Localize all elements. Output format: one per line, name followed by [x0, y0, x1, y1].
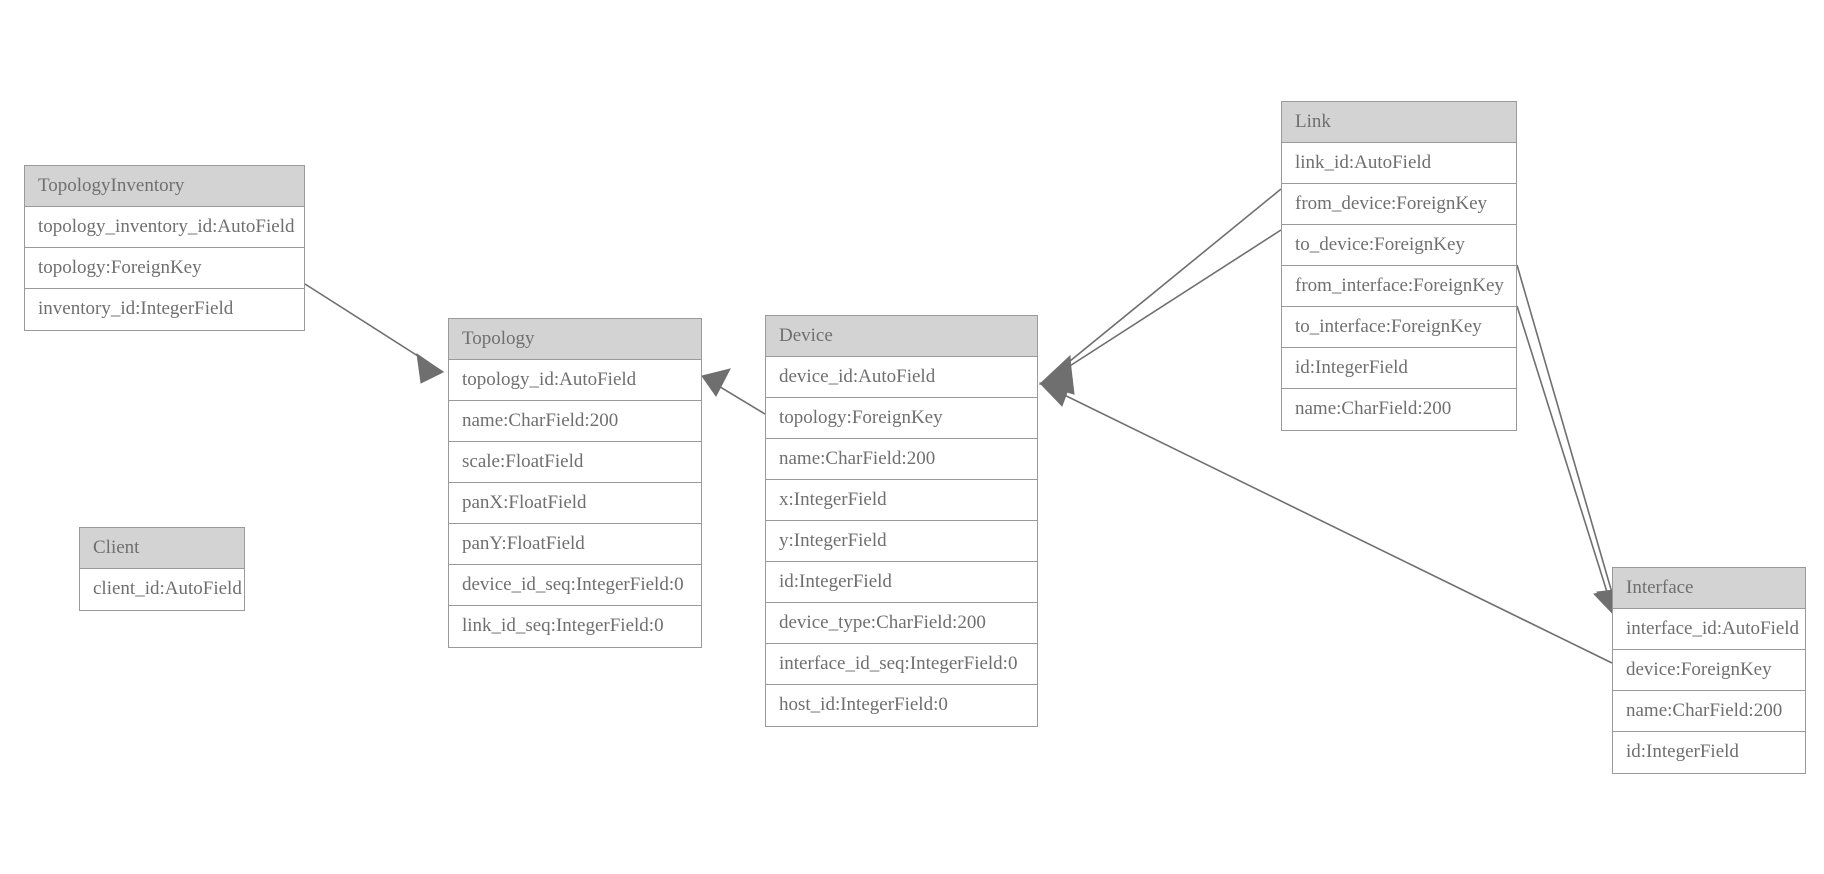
entity-field-row: from_interface:ForeignKey: [1282, 266, 1516, 307]
entity-field-row: name:CharField:200: [1613, 691, 1805, 732]
entity-field-row: link_id:AutoField: [1282, 143, 1516, 184]
relation-arrowhead: [1039, 354, 1073, 394]
entity-field-row: name:CharField:200: [449, 401, 701, 442]
relation-line: [1516, 264, 1618, 611]
relation-arrowhead: [1038, 359, 1075, 395]
entity-title-device: Device: [766, 316, 1037, 357]
entity-field-row: device_type:CharField:200: [766, 603, 1037, 644]
entity-field-row: device:ForeignKey: [1613, 650, 1805, 691]
relation-line: [1516, 305, 1614, 612]
entity-field-row: name:CharField:200: [766, 439, 1037, 480]
entity-field-row: panX:FloatField: [449, 483, 701, 524]
entity-field-row: device_id_seq:IntegerField:0: [449, 565, 701, 606]
entity-field-row: id:IntegerField: [1613, 732, 1805, 773]
entity-field-row: x:IntegerField: [766, 480, 1037, 521]
relation-arrowhead: [701, 368, 731, 397]
entity-field-row: device_id:AutoField: [766, 357, 1037, 398]
entity-field-row: link_id_seq:IntegerField:0: [449, 606, 701, 647]
relation-link-to-device: [1038, 229, 1282, 395]
entity-title-topology: Topology: [449, 319, 701, 360]
relation-link-from-device: [1039, 188, 1282, 394]
entity-field-row: id:IntegerField: [1282, 348, 1516, 389]
entity-field-row: to_device:ForeignKey: [1282, 225, 1516, 266]
entity-field-row: client_id:AutoField: [80, 569, 244, 610]
entity-field-row: scale:FloatField: [449, 442, 701, 483]
relation-arrowhead: [1038, 378, 1073, 407]
entity-title-link: Link: [1282, 102, 1516, 143]
relation-topologyinventory-topology: [304, 283, 444, 384]
entity-title-topology_inventory: TopologyInventory: [25, 166, 304, 207]
relation-line: [304, 283, 444, 373]
entity-field-row: topology:ForeignKey: [25, 248, 304, 289]
entity-field-row: interface_id_seq:IntegerField:0: [766, 644, 1037, 685]
relation-device-topology: [701, 368, 766, 415]
entity-field-row: inventory_id:IntegerField: [25, 289, 304, 330]
relation-line: [1047, 229, 1282, 381]
entity-field-row: topology:ForeignKey: [766, 398, 1037, 439]
relation-line: [706, 378, 766, 415]
relation-link-from-interface: [1516, 264, 1623, 620]
entity-field-row: y:IntegerField: [766, 521, 1037, 562]
entity-field-row: from_device:ForeignKey: [1282, 184, 1516, 225]
entity-field-row: panY:FloatField: [449, 524, 701, 565]
entity-field-row: id:IntegerField: [766, 562, 1037, 603]
relation-line: [1047, 188, 1282, 380]
entity-field-row: topology_id:AutoField: [449, 360, 701, 401]
entity-field-row: interface_id:AutoField: [1613, 609, 1805, 650]
relation-link-to-interface: [1516, 305, 1625, 620]
entity-field-row: host_id:IntegerField:0: [766, 685, 1037, 726]
entity-title-interface: Interface: [1613, 568, 1805, 609]
entity-field-row: to_interface:ForeignKey: [1282, 307, 1516, 348]
entity-title-client: Client: [80, 528, 244, 569]
relation-arrowhead: [416, 352, 444, 384]
entity-field-row: name:CharField:200: [1282, 389, 1516, 430]
entity-field-row: topology_inventory_id:AutoField: [25, 207, 304, 248]
